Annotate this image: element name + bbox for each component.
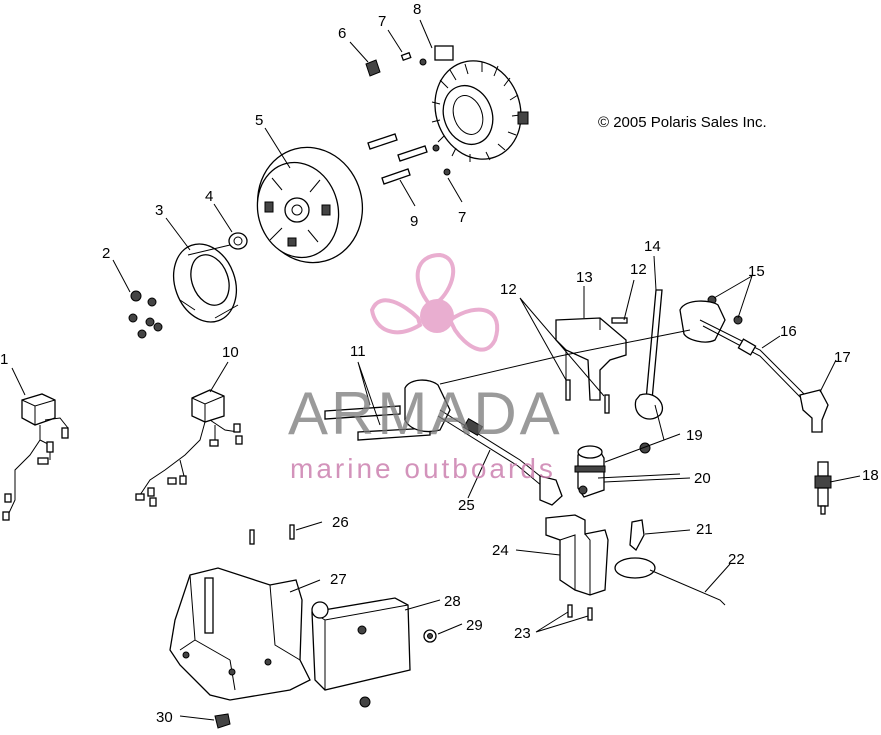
- callout-9: 9: [410, 213, 418, 230]
- part-6-clip: [365, 59, 381, 77]
- callout-8: 8: [413, 1, 421, 18]
- callout-26: 26: [332, 514, 349, 531]
- callout-14: 14: [644, 238, 661, 255]
- part-22-cable: [614, 557, 726, 606]
- callout-18: 18: [862, 467, 879, 484]
- watermark-subtitle: marine outboards: [290, 453, 556, 484]
- part-1-cdi-box: [2, 393, 69, 521]
- part-23-screws: [567, 604, 593, 621]
- part-16-ignition-coil: [679, 300, 806, 401]
- part-21-fitting: [629, 519, 645, 552]
- part-3-flywheel-ring: [173, 243, 239, 323]
- callout-24: 24: [492, 542, 509, 559]
- callout-3: 3: [155, 202, 163, 219]
- callout-11: 11: [350, 343, 366, 360]
- part-29-nut: [423, 629, 437, 643]
- part-4-nut: [228, 232, 248, 250]
- part-13-bracket: [555, 317, 628, 414]
- part-27-mounting-plate: [169, 567, 311, 701]
- callout-7-bottom: 7: [458, 209, 466, 226]
- part-18-spark-plug: [814, 461, 832, 515]
- part-14-rod: [634, 289, 665, 454]
- callout-2: 2: [102, 245, 110, 262]
- part-10-wire-harness: [135, 389, 243, 507]
- callout-28: 28: [444, 593, 461, 610]
- part-28-cdi-module: [311, 597, 411, 708]
- part-24-bracket: [545, 514, 609, 596]
- callout-21: 21: [696, 521, 713, 538]
- callout-30: 30: [156, 709, 173, 726]
- callout-25: 25: [458, 497, 475, 514]
- part-9-bolts: [367, 133, 428, 185]
- part-25-ignition-coil: [404, 379, 563, 506]
- part-5-flywheel: [256, 146, 364, 264]
- callout-1: 1: [0, 351, 8, 368]
- part-30-clip: [214, 713, 231, 729]
- callout-27: 27: [330, 571, 347, 588]
- callout-7-top: 7: [378, 13, 386, 30]
- callout-17: 17: [834, 349, 851, 366]
- copyright-notice: © 2005 Polaris Sales Inc.: [598, 114, 767, 131]
- callout-20: 20: [694, 470, 711, 487]
- callout-12-right: 12: [630, 261, 647, 278]
- callout-19: 19: [686, 427, 703, 444]
- part-20-regulator: [574, 445, 606, 498]
- callout-13: 13: [576, 269, 593, 286]
- part-26-screws: [249, 524, 295, 545]
- callout-6: 6: [338, 25, 346, 42]
- callout-12-left: 12: [500, 281, 517, 298]
- callout-23: 23: [514, 625, 531, 642]
- callout-10: 10: [222, 344, 239, 361]
- part-11-bolts: [324, 405, 431, 441]
- part-7-screws: [400, 51, 451, 176]
- part-2-nuts: [128, 290, 163, 339]
- callout-29: 29: [466, 617, 483, 634]
- callout-16: 16: [780, 323, 797, 340]
- propeller-logo-icon: [369, 252, 500, 352]
- watermark-title: ARMADA: [288, 380, 563, 447]
- leader-lines: [11, 19, 861, 721]
- callout-5: 5: [255, 112, 263, 129]
- callout-15: 15: [748, 263, 765, 280]
- part-17-spark-plug-cap: [799, 389, 829, 433]
- callout-22: 22: [728, 551, 745, 568]
- part-8-stator: [431, 45, 529, 162]
- callout-4: 4: [205, 188, 213, 205]
